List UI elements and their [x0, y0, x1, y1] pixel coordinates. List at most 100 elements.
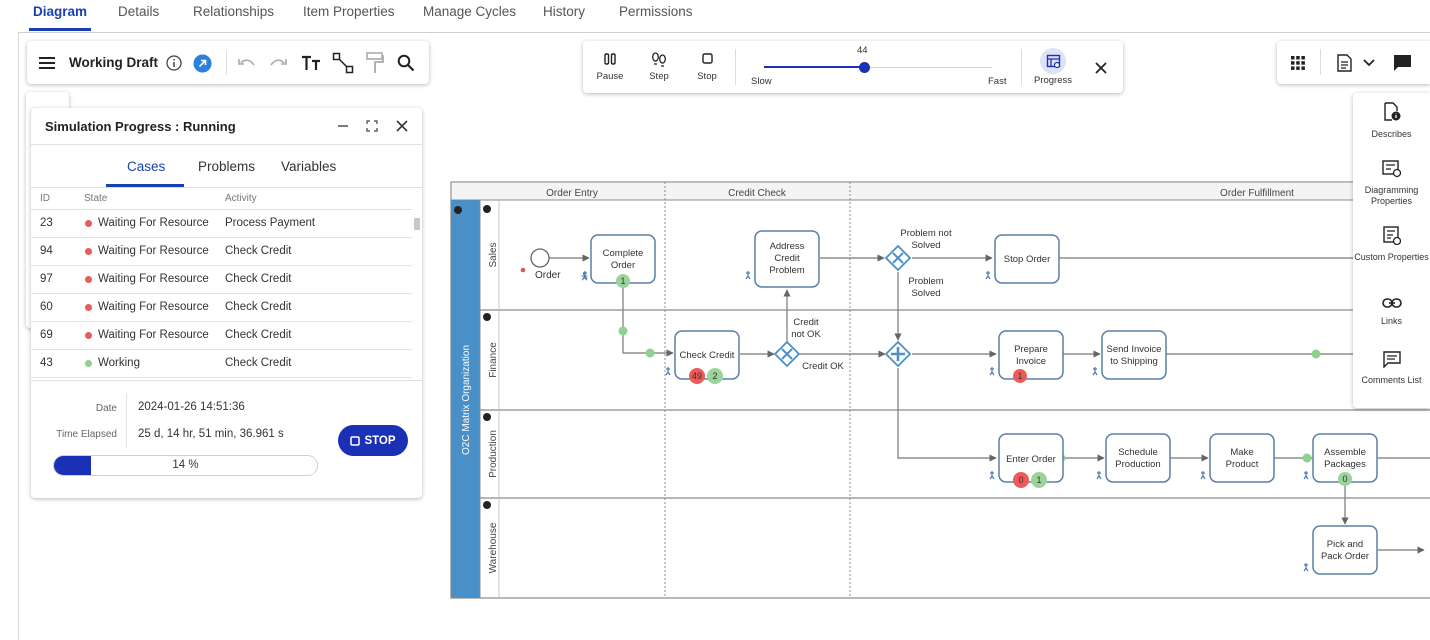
- stop-square-icon: [701, 53, 713, 64]
- status-dot: [85, 220, 92, 227]
- sidebar-item-diagramming-properties[interactable]: Diagramming Properties: [1353, 160, 1430, 207]
- undo-icon[interactable]: [236, 53, 258, 73]
- pool-band: [451, 200, 480, 598]
- lane-production: Production: [488, 430, 499, 478]
- sidebar-item-describes[interactable]: Describes: [1353, 102, 1430, 140]
- step-button[interactable]: Step: [645, 47, 673, 87]
- task-check-credit[interactable]: [674, 330, 740, 380]
- tab-variables[interactable]: Variables: [281, 159, 337, 174]
- task-send-invoice[interactable]: [1101, 330, 1167, 380]
- progress-bar-text: 14 %: [172, 459, 199, 471]
- step-label: Step: [649, 71, 669, 82]
- chevron-down-icon[interactable]: [1358, 53, 1380, 73]
- tab-manage-cycles[interactable]: Manage Cycles: [423, 4, 517, 19]
- lane-sales: Sales: [488, 242, 499, 267]
- table-row[interactable]: 60 Waiting For Resource Check Credit: [31, 294, 412, 322]
- case-id: 69: [40, 329, 53, 341]
- simulation-progress-bar: 14 %: [53, 455, 318, 476]
- simulation-controls: Pause Step Stop 44 Slow Fast Progress: [583, 41, 1123, 93]
- elapsed-value: 25 d, 14 hr, 51 min, 36.961 s: [138, 428, 284, 440]
- tab-permissions[interactable]: Permissions: [619, 4, 693, 19]
- table-row[interactable]: 69 Waiting For Resource Check Credit: [31, 322, 412, 350]
- case-activity: Check Credit: [225, 301, 292, 313]
- format-painter-icon[interactable]: [364, 51, 386, 75]
- speed-slider-thumb[interactable]: [859, 62, 871, 73]
- maximize-icon[interactable]: [363, 117, 381, 135]
- text-icon[interactable]: [300, 52, 322, 74]
- info-icon[interactable]: [165, 54, 183, 72]
- tab-details[interactable]: Details: [118, 4, 160, 19]
- case-activity: Check Credit: [225, 273, 292, 285]
- phase-credit-check: Credit Check: [728, 188, 787, 199]
- task-prepare-invoice[interactable]: [998, 330, 1064, 380]
- gateway-parallel[interactable]: [884, 340, 912, 368]
- tab-item-properties[interactable]: Item Properties: [303, 4, 395, 19]
- cases-table: 23 Waiting For Resource Process Payment …: [31, 210, 422, 380]
- tab-history[interactable]: History: [543, 4, 586, 19]
- progress-button[interactable]: Progress: [1031, 45, 1075, 89]
- close-icon[interactable]: [1089, 57, 1113, 79]
- lane-finance: Finance: [488, 342, 499, 378]
- table-scrollbar[interactable]: [414, 210, 420, 380]
- tab-cases[interactable]: Cases: [127, 159, 166, 174]
- table-row[interactable]: 97 Waiting For Resource Check Credit: [31, 266, 412, 294]
- table-row[interactable]: 23 Waiting For Resource Process Payment: [31, 210, 412, 238]
- task-make-product[interactable]: [1209, 433, 1275, 483]
- redo-icon[interactable]: [267, 53, 289, 73]
- speed-slider[interactable]: [764, 62, 992, 73]
- search-icon[interactable]: [395, 52, 417, 74]
- editor-toolbar: Working Draft: [27, 41, 429, 84]
- tab-relationships[interactable]: Relationships: [193, 4, 275, 19]
- stop-simulation-button[interactable]: STOP: [338, 425, 408, 456]
- task-enter-order[interactable]: [998, 433, 1064, 483]
- progress-table-icon: [1046, 54, 1060, 68]
- task-schedule-production[interactable]: [1105, 433, 1171, 483]
- sidebar-item-comments-list[interactable]: Comments List: [1353, 351, 1430, 386]
- comment-icon[interactable]: [1390, 52, 1414, 74]
- start-event[interactable]: [530, 248, 550, 268]
- connector-icon[interactable]: [331, 51, 355, 75]
- panel-close-icon[interactable]: [392, 117, 412, 135]
- task-address-credit-problem[interactable]: [754, 230, 820, 288]
- status-dot: [85, 332, 92, 339]
- gateway-problem[interactable]: [884, 244, 912, 272]
- menu-icon[interactable]: [36, 53, 58, 73]
- phase-order-fulfillment: Order Fulfillment: [1220, 188, 1294, 199]
- properties-sidebar: Describes Diagramming Properties Custom …: [1353, 93, 1430, 408]
- task-pick-pack-order[interactable]: [1312, 525, 1378, 575]
- badge-prepare-invoice: 1: [1017, 371, 1022, 381]
- sidebar-item-custom-properties[interactable]: Custom Properties: [1353, 226, 1430, 263]
- sidebar-item-links[interactable]: Links: [1353, 296, 1430, 327]
- link-icon[interactable]: [192, 53, 212, 73]
- custom-properties-icon: [1382, 226, 1401, 246]
- case-id: 43: [40, 357, 53, 369]
- pause-button[interactable]: Pause: [596, 47, 624, 87]
- speed-slider-fill: [764, 66, 865, 68]
- apps-grid-icon[interactable]: [1287, 52, 1309, 74]
- gateway-credit[interactable]: [773, 340, 801, 368]
- stop-sim-button[interactable]: Stop: [693, 47, 721, 87]
- status-dot: [85, 276, 92, 283]
- badge-complete-order: 1: [620, 276, 625, 286]
- table-row[interactable]: 94 Waiting For Resource Check Credit: [31, 238, 412, 266]
- case-id: 23: [40, 217, 53, 229]
- case-id: 60: [40, 301, 53, 313]
- progress-bar-fill: [54, 456, 91, 475]
- tab-diagram[interactable]: Diagram: [28, 4, 92, 31]
- comments-list-icon: [1382, 351, 1401, 369]
- column-activity: Activity: [225, 193, 257, 204]
- task-stop-order[interactable]: [994, 234, 1060, 284]
- document-icon[interactable]: [1333, 52, 1355, 74]
- table-row[interactable]: 43 Working Check Credit: [31, 350, 412, 378]
- column-id: ID: [40, 193, 50, 204]
- sidebar-item-custom-label: Custom Properties: [1354, 252, 1429, 262]
- sidebar-item-comments-label: Comments List: [1361, 375, 1422, 385]
- minimize-icon[interactable]: [334, 117, 352, 135]
- date-label: Date: [95, 403, 117, 414]
- tab-problems[interactable]: Problems: [198, 159, 256, 174]
